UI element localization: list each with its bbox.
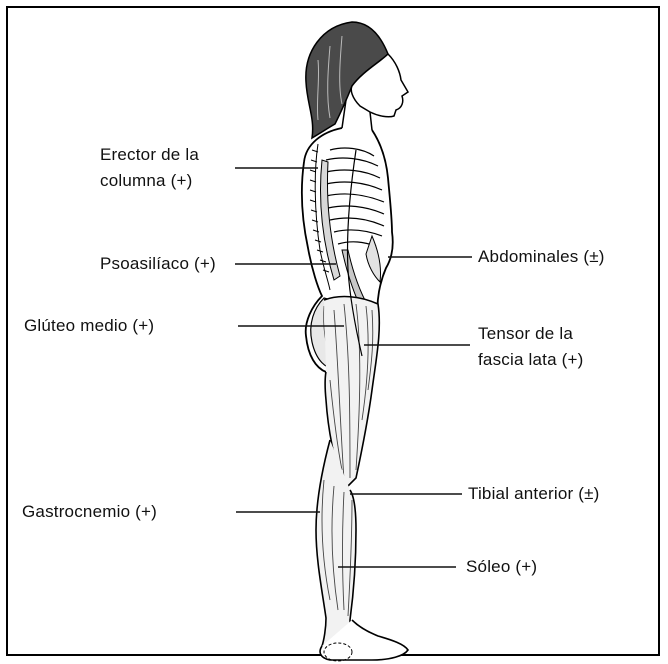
label-erector: Erector de la columna (+) bbox=[100, 142, 199, 194]
label-gastrocnemio: Gastrocnemio (+) bbox=[22, 499, 157, 525]
label-tibial: Tibial anterior (±) bbox=[468, 481, 600, 507]
label-tensor-line2: fascia lata (+) bbox=[478, 347, 584, 373]
label-tensor: Tensor de la fascia lata (+) bbox=[478, 321, 584, 373]
label-psoas: Psoasilíaco (+) bbox=[100, 251, 216, 277]
label-erector-line2: columna (+) bbox=[100, 168, 199, 194]
label-tensor-line1: Tensor de la bbox=[478, 321, 584, 347]
label-gluteo: Glúteo medio (+) bbox=[24, 313, 154, 339]
ribcage bbox=[326, 148, 384, 246]
label-erector-line1: Erector de la bbox=[100, 142, 199, 168]
abdominal-muscle bbox=[366, 236, 381, 282]
label-soleo: Sóleo (+) bbox=[466, 554, 537, 580]
label-abdominales: Abdominales (±) bbox=[478, 244, 605, 270]
